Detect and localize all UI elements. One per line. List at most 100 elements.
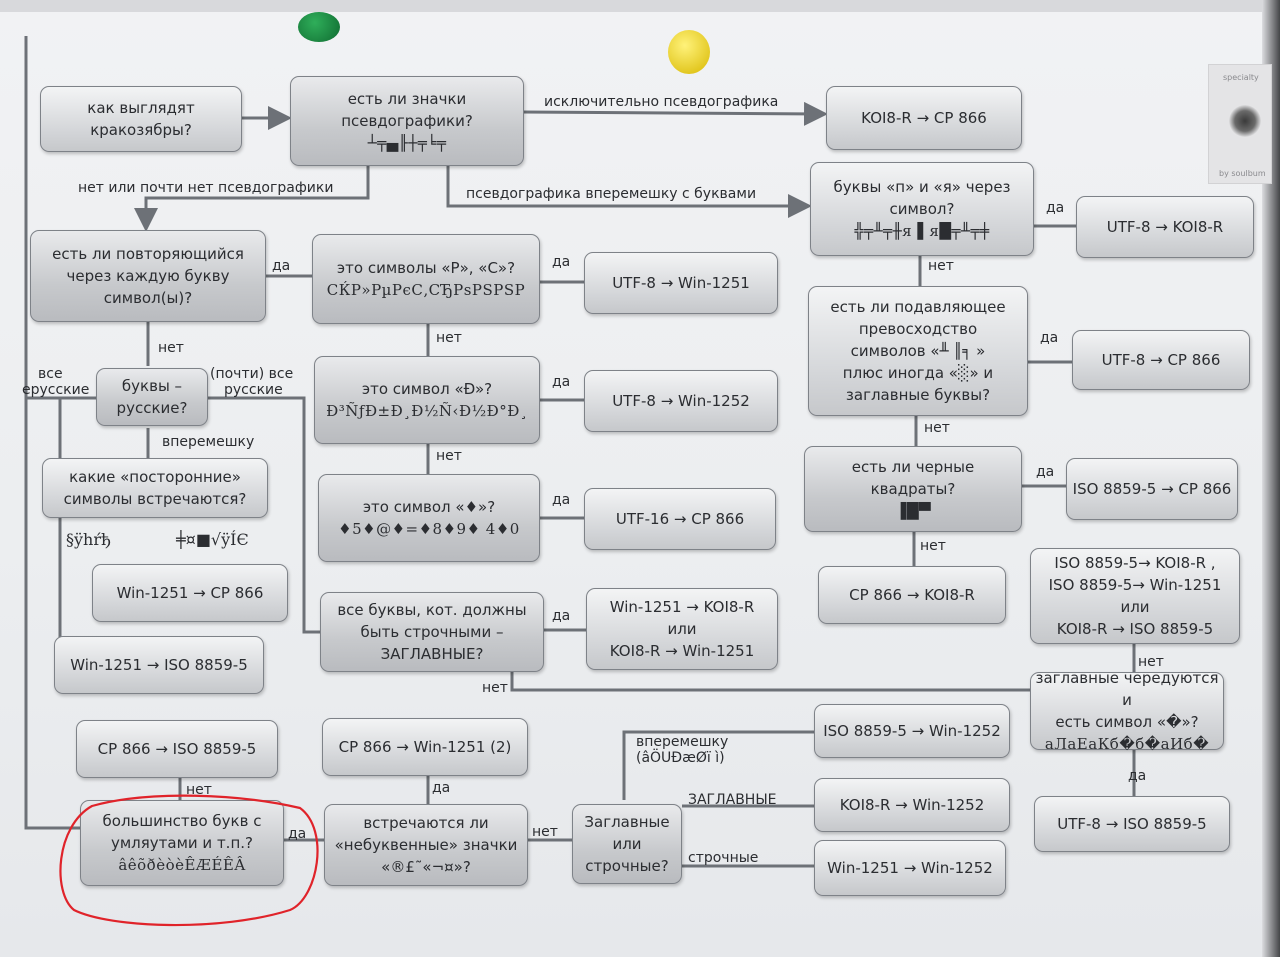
edge-label-yes: да <box>1040 330 1059 346</box>
edge-label-only-pseudo: исключительно псевдографика <box>544 94 779 110</box>
box-text-line: есть ли значки <box>347 90 467 108</box>
box-text-line: CP 866 → Win-1251 (2) <box>338 738 512 756</box>
garbled-sample: ♦5♦@♦=♦8♦9♦ 4♦0 <box>338 520 520 538</box>
box-text-line: символы встречаются? <box>63 490 247 508</box>
edge-label-no-pseudo: нет или почти нет псевдографики <box>78 180 334 196</box>
box-iso-cp866: ISO 8859-5 → CP 866 <box>1066 458 1238 520</box>
garbled-sample: ╬╤╨╤╫я ▌я█╤╨╤╪ <box>854 222 990 240</box>
box-pseudo-q: есть ли значки псевдографики? ┴╤▄╟┼╤╘╤ <box>290 76 524 166</box>
box-text-line: быть строчными – <box>360 623 504 641</box>
edge-label-mixed: вперемешку <box>162 434 255 450</box>
box-text-line: заглавные чередуются и <box>1035 669 1219 709</box>
edge-label-no: нет <box>158 340 184 356</box>
edge-label-no: нет <box>482 680 508 696</box>
edge-label-no: нет <box>186 782 212 798</box>
box-text-line: превосходство <box>858 320 978 338</box>
box-caps-q: все буквы, кот. должны быть строчными – ЗА… <box>320 592 544 672</box>
box-text-line: UTF-8 → KOI8-R <box>1106 218 1224 236</box>
logo-bottom-text: by soulbum <box>1219 169 1266 178</box>
box-foreign-q: какие «посторонние» символы встречаются? <box>42 458 268 518</box>
box-text-line: Заглавные <box>584 813 670 831</box>
box-text-line: все буквы, кот. должны <box>337 601 527 619</box>
box-diamond-q: это символ «♦»?♦5♦@♦=♦8♦9♦ 4♦0 <box>318 474 540 562</box>
box-text-line: квадраты? <box>870 480 956 498</box>
box-win1251-iso: Win-1251 → ISO 8859-5 <box>54 636 264 694</box>
edge-label-no: нет <box>532 824 558 840</box>
corner-logo: specialty by soulbum <box>1208 64 1272 184</box>
box-text-line: символов «╨ ║╕ » <box>850 342 986 360</box>
edge-label-no: нет <box>436 448 462 464</box>
box-text-line: буквы «п» и «я» через <box>833 178 1011 196</box>
box-win1251-cp866: Win-1251 → CP 866 <box>92 564 288 622</box>
box-cp866-iso: CP 866 → ISO 8859-5 <box>76 720 278 778</box>
box-text-line: KOI8-R → Win-1251 <box>609 642 755 660</box>
box-text-line: UTF-8 → Win-1251 <box>612 274 750 292</box>
garbled-sample: Ð³ÑƒÐ±Ð¸Ð½Ñ‹Ð½Ð°Ð¸ <box>326 402 528 420</box>
box-text-line: символ? <box>889 200 955 218</box>
box-text-line: или <box>667 620 697 638</box>
edge-label-no: нет <box>928 258 954 274</box>
box-dominance-q: есть ли подавляющее превосходство символов… <box>808 286 1028 416</box>
edge-label-no: нет <box>920 538 946 554</box>
edge-label-yes: да <box>272 258 291 274</box>
box-text-line: псевдографики? <box>341 112 473 130</box>
edge-label-case-lower: строчные <box>688 850 759 866</box>
box-utf8-iso: UTF-8 → ISO 8859-5 <box>1034 796 1230 852</box>
box-text-line: или <box>1120 598 1150 616</box>
box-text-line: строчные? <box>585 857 669 875</box>
garbled-sample: âêõðèòèÊÆÉÊÂ <box>118 856 246 874</box>
box-cp866-win1251: CP 866 → Win-1251 (2) <box>322 718 528 776</box>
box-utf8-koi8r-a: UTF-8 → KOI8-R <box>1076 196 1254 258</box>
paper-top-edge <box>0 0 1280 12</box>
box-cp866-koi8r: CP 866 → KOI8-R <box>818 566 1006 624</box>
edge-label-no: нет <box>1138 654 1164 670</box>
box-text-line: есть ли подавляющее <box>830 298 1006 316</box>
box-d-q: это символ «Ð»? Ð³ÑƒÐ±Ð¸Ð½Ñ‹Ð½Ð°Ð¸ <box>314 356 540 444</box>
edge-label-foreign-sample-b: ╪¤■√ÿÍЄ <box>176 530 249 549</box>
yellow-pin <box>668 30 710 74</box>
box-text-line: ЗАГЛАВНЫЕ? <box>380 645 484 663</box>
box-text-line: «небуквенные» значки <box>334 836 518 854</box>
box-utf8-win1251: UTF-8 → Win-1251 <box>584 252 778 314</box>
garbled-sample: ┴╤▄╟┼╤╘╤ <box>367 134 447 152</box>
box-text-line: есть ли черные <box>851 458 975 476</box>
box-text-line: Win-1251 → KOI8-R <box>609 598 755 616</box>
box-koi-cp866: KOI8-R → CP 866 <box>826 86 1022 150</box>
edge-label-yes: да <box>552 492 571 508</box>
box-text-line: символ(ы)? <box>103 289 193 307</box>
box-text-line: Win-1251 → ISO 8859-5 <box>70 656 248 674</box>
box-text-line: какие «посторонние» <box>69 468 241 486</box>
box-text-line: ISO 8859-5→ Win-1251 <box>1048 576 1222 594</box>
box-text-line: встречаются ли <box>363 814 489 832</box>
edge-label-yes: да <box>552 608 571 624</box>
box-koi-win1252: KOI8-R → Win-1252 <box>814 778 1010 832</box>
box-text-line: UTF-8 → CP 866 <box>1101 351 1221 369</box>
box-iso-win1252: ISO 8859-5 → Win-1252 <box>814 704 1010 758</box>
box-text-line: KOI8-R → CP 866 <box>861 109 987 127</box>
box-text-line: UTF-8 → ISO 8859-5 <box>1057 815 1207 833</box>
box-iso-multi: ISO 8859-5→ KOI8-R ,ISO 8859-5→ Win-1251… <box>1030 548 1240 644</box>
box-rs-q: это символы «Р», «С»?СЌР»РµРєС‚СЂРѕРЅРЅР <box>312 234 540 324</box>
box-text-line: KOI8-R → Win-1252 <box>839 796 985 814</box>
box-text-line: есть символ «�»? <box>1055 713 1199 731</box>
edge-label-yes: да <box>552 374 571 390</box>
edge-label-yes: да <box>552 254 571 270</box>
edge-label-all-russian: ерусские <box>22 382 90 398</box>
sheet-shadow <box>1262 0 1280 957</box>
edge-label-foreign-sample-a: §ÿhŕђ <box>66 530 111 549</box>
box-text-line: или <box>612 835 642 853</box>
edge-label-yes: да <box>288 826 307 842</box>
box-text-line: это символ «Ð»? <box>361 380 493 398</box>
box-text-line: KOI8-R → ISO 8859-5 <box>1056 620 1214 638</box>
box-text-line: UTF-16 → CP 866 <box>615 510 745 528</box>
box-text-line: плюс иногда «░» и <box>842 364 994 382</box>
edge-label-no: нет <box>924 420 950 436</box>
box-text-line: заглавные буквы? <box>845 386 991 404</box>
